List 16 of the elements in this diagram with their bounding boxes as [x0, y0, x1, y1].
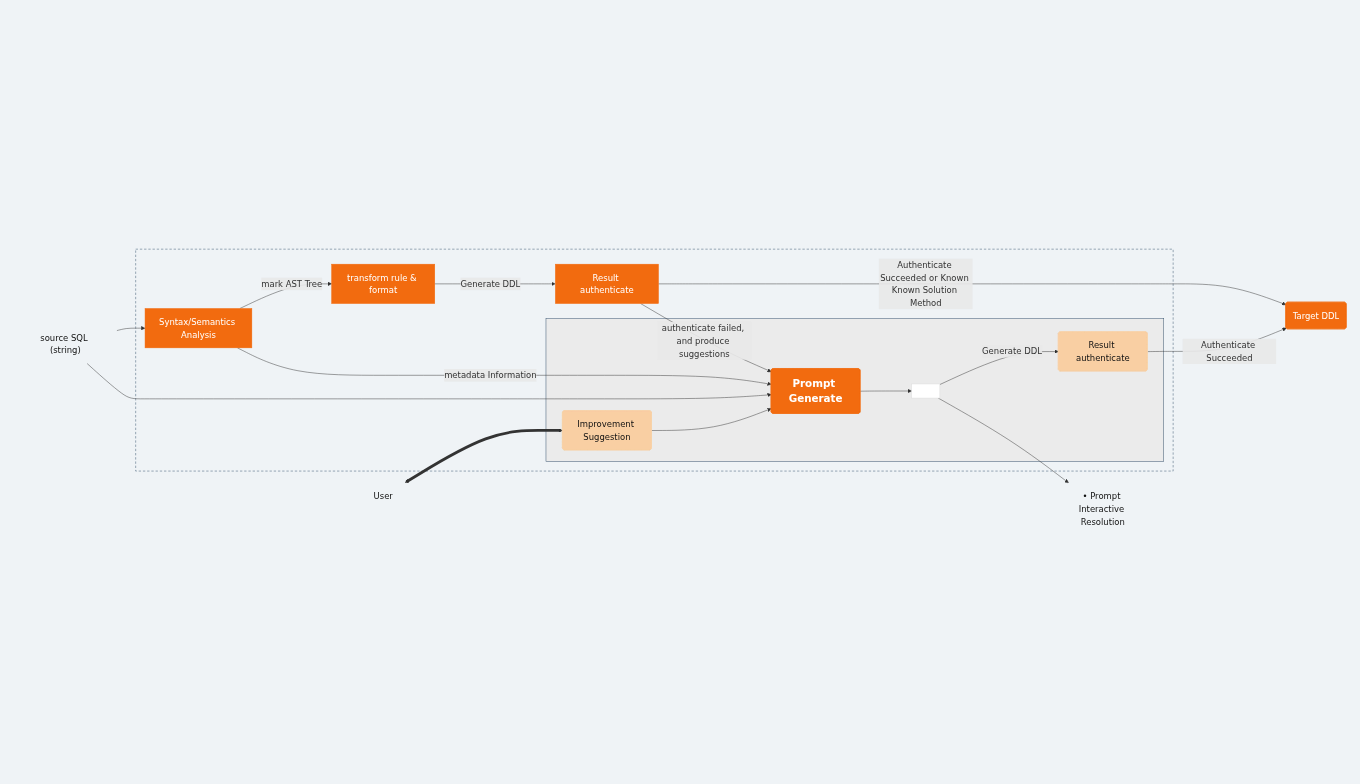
edge-label: metadata Information [444, 370, 537, 381]
edge-label: Authenticate Succeeded [1200, 340, 1256, 363]
node-box: Result authenticate [555, 263, 659, 304]
cluster [135, 248, 1174, 472]
edge-label: Authenticate Succeeded or Known Known Solution Method [880, 259, 969, 308]
node-text: User [373, 491, 393, 502]
node-box: transform rule & format [331, 263, 435, 304]
edge-label: Generate DDL [982, 346, 1042, 357]
edge-label: authenticate failed, and produce suggestions [661, 323, 745, 359]
edge-label: mark AST Tree [261, 278, 323, 289]
node-text: • Prompt Interactive Resolution [1078, 491, 1125, 527]
edge-label: Generate DDL [460, 278, 521, 289]
arrow [404, 428, 563, 483]
node-box [911, 383, 941, 399]
node-box: Syntax/Semantics Analysis [144, 308, 253, 349]
node-text: source SQL (string) [40, 332, 88, 356]
